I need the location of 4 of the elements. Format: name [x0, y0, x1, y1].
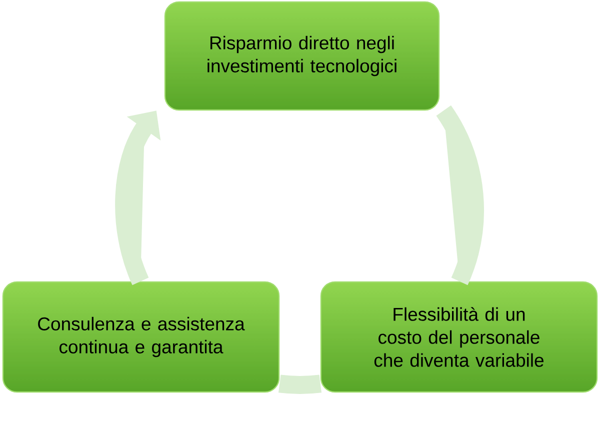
process-box: Risparmio diretto negli investimenti tecnologici: [164, 1, 440, 111]
process-box: Flessibilità di un costo del personale che diventa variabile: [320, 281, 598, 393]
process-box: Consulenza e assistenza continua e garantita: [2, 281, 280, 393]
cycle-arrow: [436, 106, 484, 285]
